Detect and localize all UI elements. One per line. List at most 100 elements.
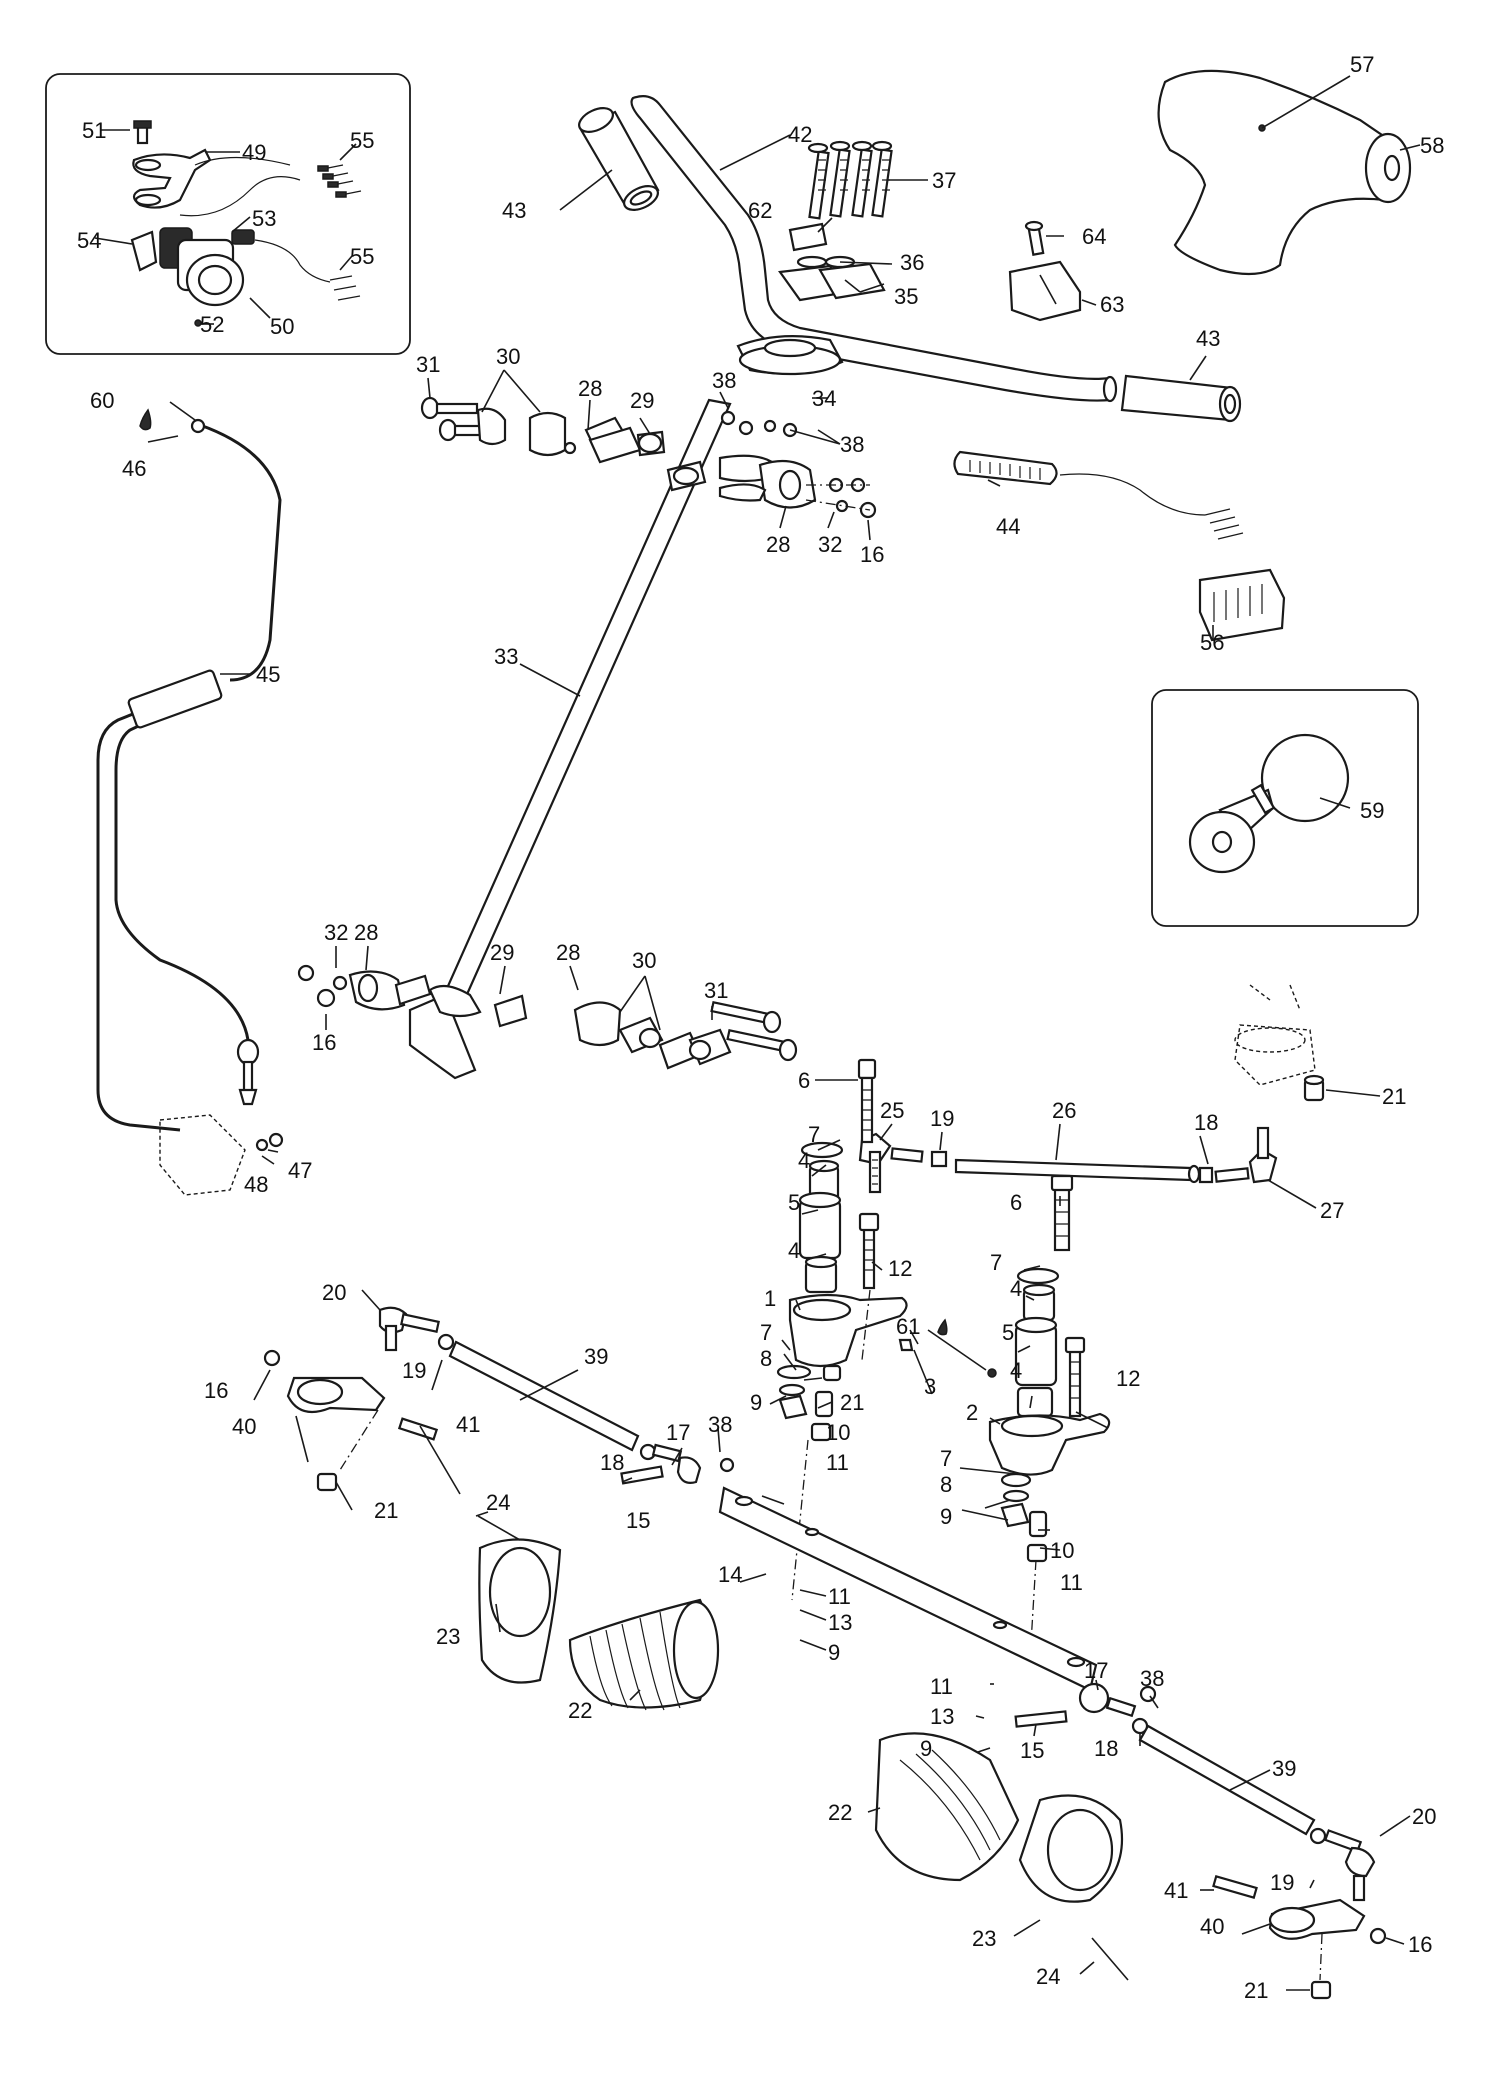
callout-11: 11 [826, 1450, 849, 1475]
lower-linkage-row [297, 964, 798, 1080]
callout-28: 28 [578, 376, 602, 401]
callout-4: 4 [1010, 1276, 1022, 1301]
callout-11: 11 [930, 1674, 953, 1699]
callout-61: 61 [896, 1314, 920, 1339]
callout-42: 42 [788, 122, 812, 147]
callout-54: 54 [77, 228, 101, 253]
callout-39: 39 [1272, 1756, 1296, 1781]
callout-48: 48 [244, 1172, 268, 1197]
callout-17: 17 [1084, 1658, 1108, 1683]
callout-45: 45 [256, 662, 280, 687]
callout-30: 30 [632, 948, 656, 973]
callout-10: 10 [826, 1420, 850, 1445]
callout-4: 4 [788, 1238, 800, 1263]
callout-3: 3 [924, 1374, 936, 1399]
callout-12: 12 [888, 1256, 912, 1281]
callout-29: 29 [630, 388, 654, 413]
callout-7: 7 [990, 1250, 1002, 1275]
ignition-switch-inset-frame [45, 73, 411, 355]
kill-switch-parts [953, 450, 1286, 642]
callout-32: 32 [324, 920, 348, 945]
callout-38: 38 [708, 1412, 732, 1437]
callout-5: 5 [788, 1190, 800, 1215]
callout-25: 25 [880, 1098, 904, 1123]
callout-labels: 57 58 51 49 55 53 54 55 52 50 42 43 37 6… [77, 52, 1444, 2003]
callout-63: 63 [1100, 292, 1124, 317]
callout-20: 20 [322, 1280, 346, 1305]
callout-33: 33 [494, 644, 518, 669]
callout-6: 6 [1010, 1190, 1022, 1215]
callout-29: 29 [490, 940, 514, 965]
callout-24: 24 [486, 1490, 510, 1515]
callout-18: 18 [1094, 1736, 1118, 1761]
horn-inset-frame [1151, 689, 1419, 927]
callout-22: 22 [568, 1698, 592, 1723]
callout-21: 21 [1382, 1084, 1406, 1109]
callout-27: 27 [1320, 1198, 1344, 1223]
callout-52: 52 [200, 312, 224, 337]
callout-39: 39 [584, 1344, 608, 1369]
leader-lines [94, 75, 1421, 1991]
callout-24: 24 [1036, 1964, 1060, 1989]
throttle-lever-parts [1008, 220, 1082, 322]
callout-31: 31 [416, 352, 440, 377]
callout-14: 14 [718, 1562, 742, 1587]
callout-37: 37 [932, 168, 956, 193]
hand-guard-parts [1157, 69, 1412, 276]
callout-43: 43 [502, 198, 526, 223]
callout-28: 28 [766, 532, 790, 557]
callout-16: 16 [312, 1030, 336, 1055]
callout-15: 15 [1020, 1738, 1044, 1763]
callout-16: 16 [204, 1378, 228, 1403]
callout-19: 19 [402, 1358, 426, 1383]
callout-21: 21 [1244, 1978, 1268, 2003]
upper-tie-rod [858, 1126, 1278, 1194]
callout-1: 1 [764, 1286, 776, 1311]
callout-11: 11 [828, 1584, 851, 1609]
right-tie-rod [1014, 1682, 1387, 2000]
upper-linkage-row [420, 396, 877, 519]
callout-58: 58 [1420, 133, 1444, 158]
callout-35: 35 [894, 284, 918, 309]
callout-16: 16 [860, 542, 884, 567]
left-pivot-stack [776, 1058, 908, 1601]
callout-64: 64 [1082, 224, 1106, 249]
horn-parts [1188, 733, 1350, 874]
callout-56: 56 [1200, 630, 1224, 655]
callout-7: 7 [760, 1320, 772, 1345]
callout-4: 4 [1010, 1358, 1022, 1383]
callout-55: 55 [350, 128, 374, 153]
right-pivot-stack [898, 1174, 1111, 1661]
callout-34: 34 [812, 386, 836, 411]
callout-7: 7 [808, 1122, 820, 1147]
callout-49: 49 [242, 140, 266, 165]
callout-13: 13 [930, 1704, 954, 1729]
callout-62: 62 [748, 198, 772, 223]
callout-41: 41 [456, 1412, 480, 1437]
callout-10: 10 [1050, 1538, 1074, 1563]
callout-6: 6 [798, 1068, 810, 1093]
callout-40: 40 [232, 1414, 256, 1439]
callout-5: 5 [1002, 1320, 1014, 1345]
callout-19: 19 [1270, 1870, 1294, 1895]
callout-9: 9 [920, 1736, 932, 1761]
callout-40: 40 [1200, 1914, 1224, 1939]
callout-12: 12 [1116, 1366, 1140, 1391]
callout-50: 50 [270, 314, 294, 339]
callout-8: 8 [940, 1472, 952, 1497]
handlebar-assembly [578, 95, 1242, 423]
callout-47: 47 [288, 1158, 312, 1183]
callout-31: 31 [704, 978, 728, 1003]
callout-55: 55 [350, 244, 374, 269]
boots-and-plates [477, 1515, 1129, 1981]
callout-16: 16 [1408, 1932, 1432, 1957]
callout-18: 18 [1194, 1110, 1218, 1135]
harness-and-cable [96, 408, 284, 1196]
callout-30: 30 [496, 344, 520, 369]
right-column-ghost [1234, 984, 1325, 1102]
callout-21: 21 [374, 1498, 398, 1523]
callout-36: 36 [900, 250, 924, 275]
callout-9: 9 [940, 1504, 952, 1529]
